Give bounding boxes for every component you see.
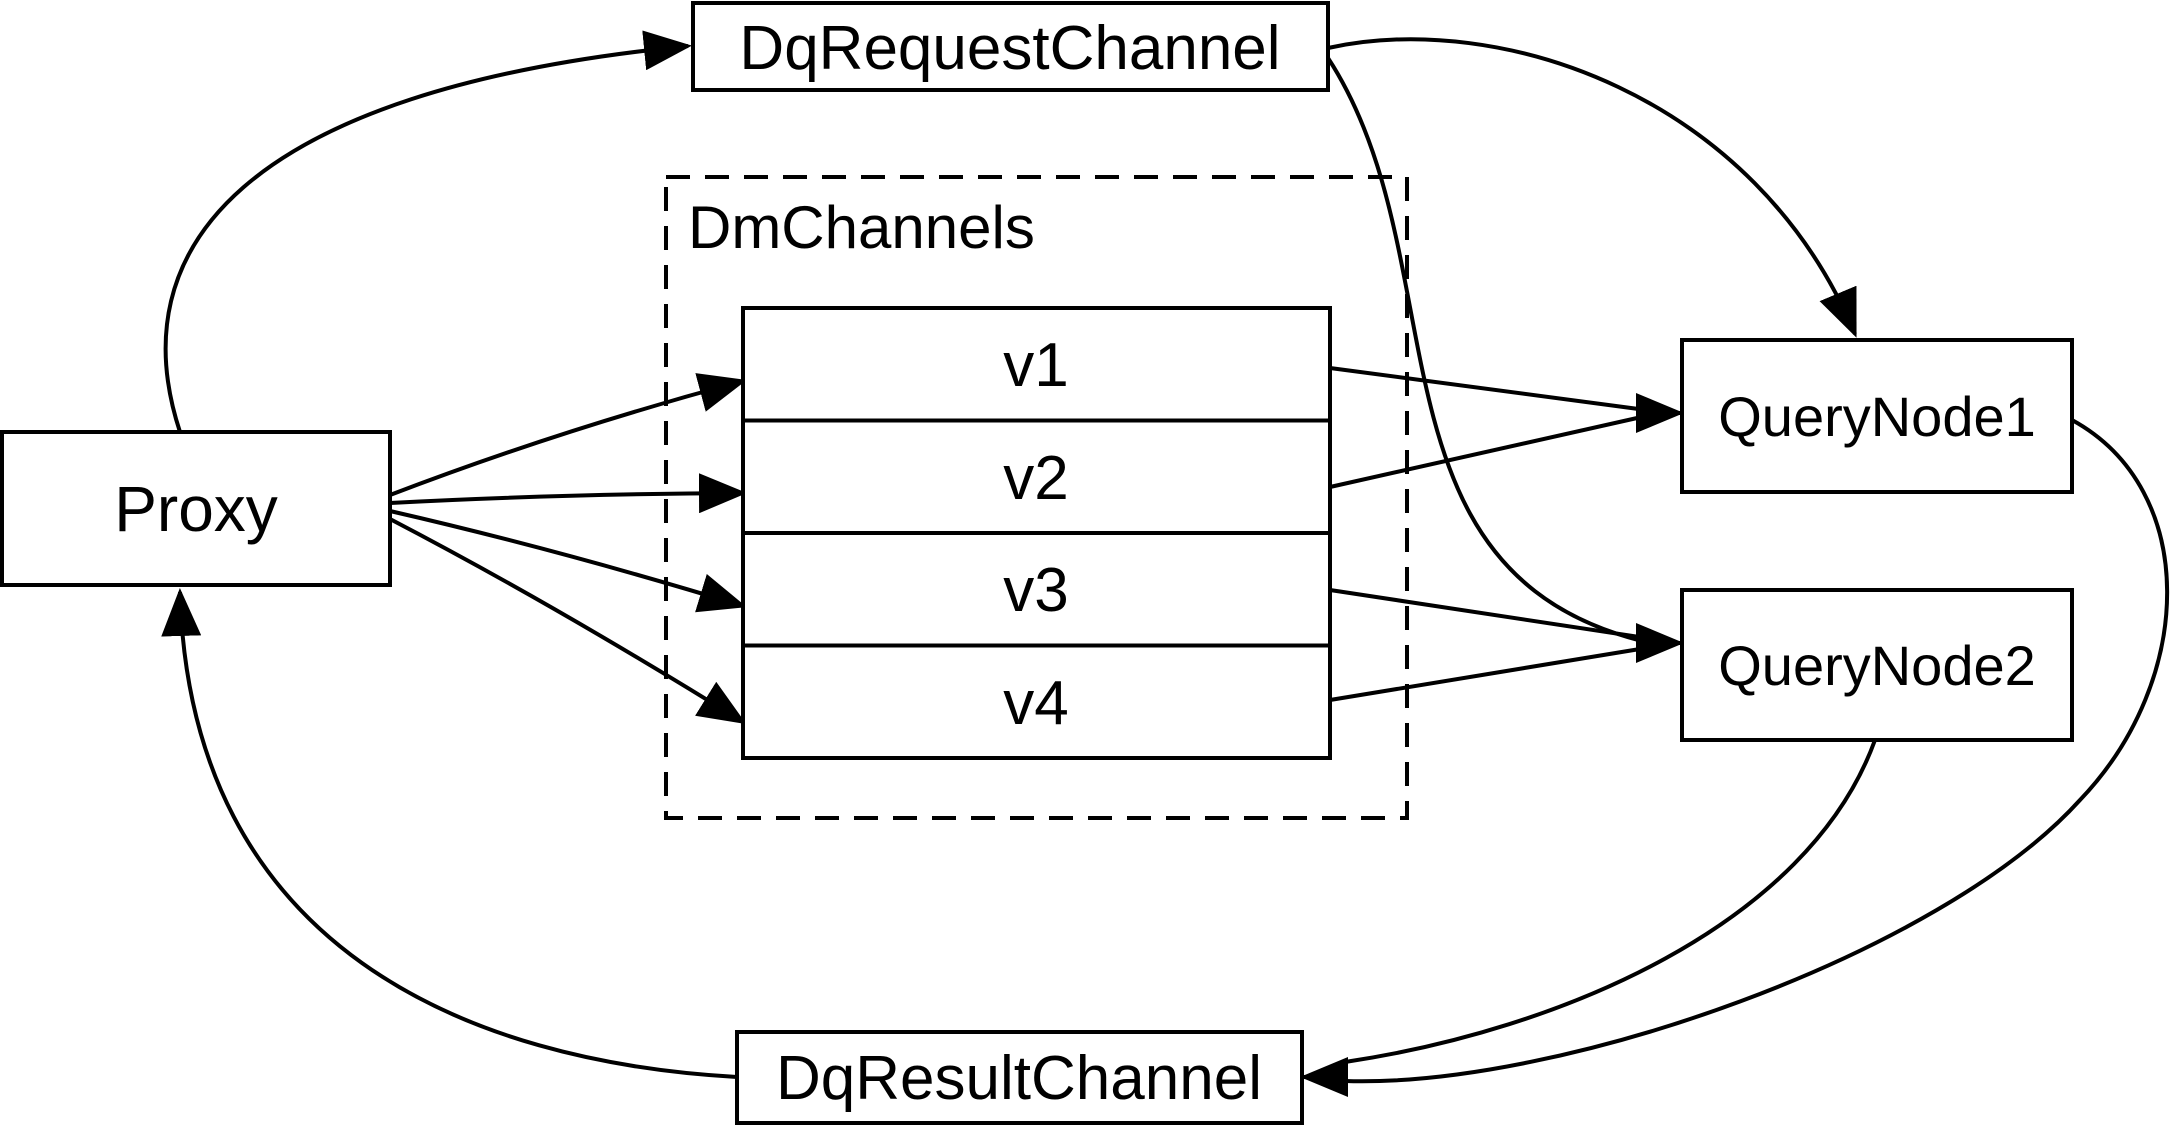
proxy-box bbox=[0, 430, 392, 587]
edge-v2-to-querynode1 bbox=[1329, 414, 1647, 489]
edge-v4-to-querynode2 bbox=[1329, 646, 1647, 702]
query-node-2-node: QueryNode2 bbox=[1680, 588, 2074, 742]
dm-channels-group: DmChannels v1 v2 v3 v4 bbox=[664, 175, 1409, 820]
dq-request-channel-node: DqRequestChannel bbox=[691, 1, 1330, 92]
dm-channels-label: DmChannels bbox=[688, 194, 1035, 261]
edge-v3-to-querynode2 bbox=[1329, 588, 1647, 640]
edge-dqrequestchannel-to-querynode2 bbox=[1326, 56, 1643, 643]
edge-proxy-to-v3 bbox=[389, 509, 747, 613]
edge-proxy-to-dqrequestchannel bbox=[163, 30, 692, 433]
proxy-node: Proxy bbox=[0, 430, 392, 587]
dq-request-channel-box bbox=[691, 1, 1330, 92]
query-node-1-label: QueryNode1 bbox=[1718, 385, 2036, 448]
proxy-label: Proxy bbox=[114, 473, 278, 545]
edge-dqresultchannel-to-proxy bbox=[161, 588, 738, 1079]
dq-result-channel-node: DqResultChannel bbox=[735, 1030, 1304, 1125]
edge-querynode2-to-dqresultchannel bbox=[1344, 739, 1877, 1064]
query-node-1-box bbox=[1680, 338, 2074, 494]
edge-querynode1-to-dqresultchannel bbox=[1344, 418, 2170, 1084]
edge-proxy-to-v2 bbox=[389, 473, 747, 514]
edge-v1-to-querynode1 bbox=[1329, 366, 1647, 412]
edge-proxy-to-v1 bbox=[389, 373, 747, 497]
dq-result-channel-box bbox=[735, 1030, 1304, 1125]
edge-proxy-to-v4 bbox=[389, 517, 747, 725]
channel-table: v1 v2 v3 v4 bbox=[741, 306, 1332, 760]
channel-row-v1: v1 bbox=[1003, 331, 1068, 400]
channel-row-v3: v3 bbox=[1003, 556, 1068, 625]
dq-result-channel-label: DqResultChannel bbox=[776, 1044, 1262, 1113]
channel-row-v2: v2 bbox=[1003, 444, 1068, 513]
dm-channels-dashed-border bbox=[664, 175, 1409, 820]
channel-row-v4: v4 bbox=[1003, 669, 1068, 738]
query-node-2-box bbox=[1680, 588, 2074, 742]
query-node-1-node: QueryNode1 bbox=[1680, 338, 2074, 494]
edge-dqrequestchannel-to-querynode1 bbox=[1327, 37, 1857, 338]
dq-request-channel-label: DqRequestChannel bbox=[739, 14, 1280, 83]
query-node-2-label: QueryNode2 bbox=[1718, 634, 2036, 697]
